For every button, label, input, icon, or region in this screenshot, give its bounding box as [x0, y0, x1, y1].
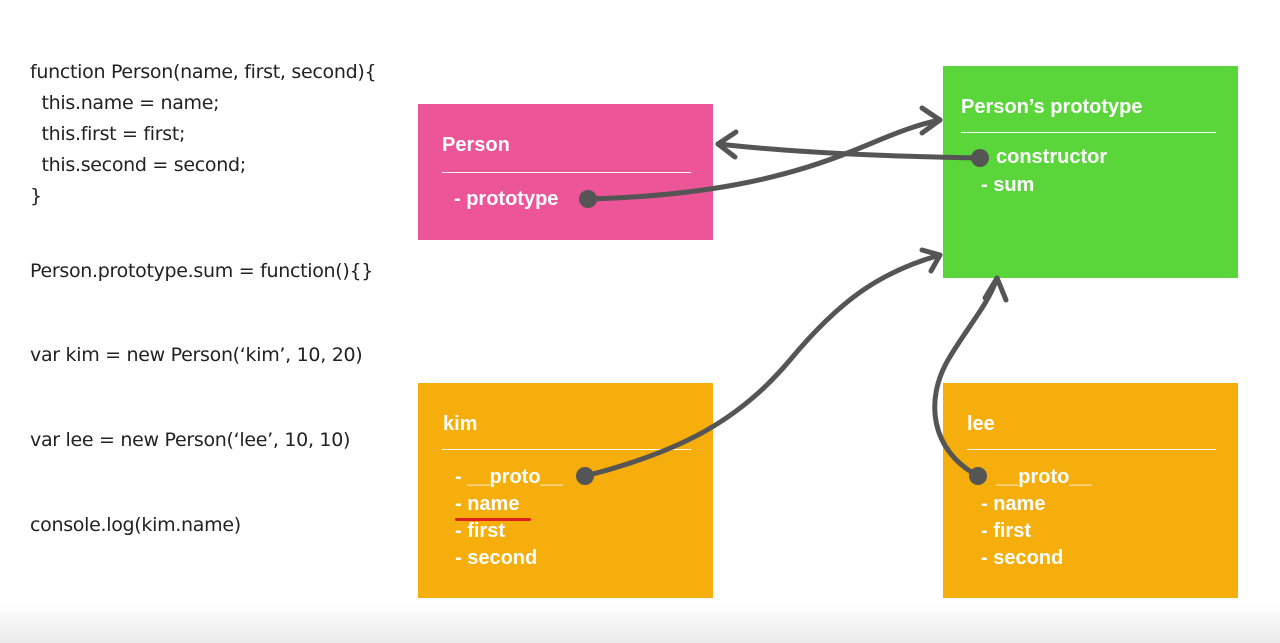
lee-first-item: - first: [981, 520, 1031, 542]
code-line: var lee = new Person(‘lee’, 10, 10): [30, 429, 351, 451]
kim-second-item: - second: [455, 547, 538, 569]
code-line: var kim = new Person(‘kim’, 10, 20): [30, 344, 363, 366]
arrow-head: [919, 247, 943, 274]
person-box: Person - prototype: [418, 104, 713, 240]
connector-dot: [971, 149, 989, 167]
lee-box: lee __proto__ - name - first - second: [943, 383, 1238, 598]
divider: [442, 449, 691, 450]
code-line: this.name = name;: [30, 92, 220, 114]
arrow-head: [982, 275, 1009, 303]
highlight-underline: [455, 518, 531, 521]
constructor-reference-arrow: [715, 141, 983, 161]
prototype-sum-item: - sum: [981, 174, 1035, 196]
prototype-box-title: Person’s prototype: [961, 96, 1143, 118]
kim-box: kim - __proto__ - name - first - second: [418, 383, 713, 598]
arrow-head: [715, 129, 739, 160]
lee-proto-item: __proto__: [996, 466, 1092, 488]
lee-name-item: - name: [981, 493, 1046, 515]
kim-proto-item: - __proto__: [455, 466, 563, 488]
prototype-reference-arrow: [585, 117, 943, 202]
connector-dot: [576, 467, 594, 485]
divider: [442, 172, 691, 173]
bottom-shade: [0, 603, 1280, 643]
prototype-constructor-item: constructor: [996, 146, 1108, 168]
lee-proto-arrow: [932, 275, 1000, 479]
prototype-box: Person’s prototype constructor - sum: [943, 66, 1238, 278]
kim-first-item: - first: [455, 520, 505, 542]
code-line: console.log(kim.name): [30, 514, 241, 536]
code-line: this.second = second;: [30, 154, 246, 176]
connector-dot: [969, 467, 987, 485]
lee-box-title: lee: [967, 413, 995, 435]
code-line: Person.prototype.sum = function(){}: [30, 260, 374, 282]
connector-dot: [579, 190, 597, 208]
code-line: function Person(name, first, second){: [30, 61, 377, 83]
person-prototype-item: - prototype: [454, 188, 559, 210]
lee-second-item: - second: [981, 547, 1064, 569]
arrow-head: [919, 105, 943, 136]
code-line: }: [30, 185, 42, 207]
person-box-title: Person: [442, 134, 510, 156]
kim-proto-arrow: [582, 252, 943, 479]
divider: [961, 132, 1216, 133]
code-line: this.first = first;: [30, 123, 186, 145]
kim-box-title: kim: [443, 413, 478, 435]
kim-name-item: - name: [455, 493, 520, 515]
divider: [967, 449, 1216, 450]
